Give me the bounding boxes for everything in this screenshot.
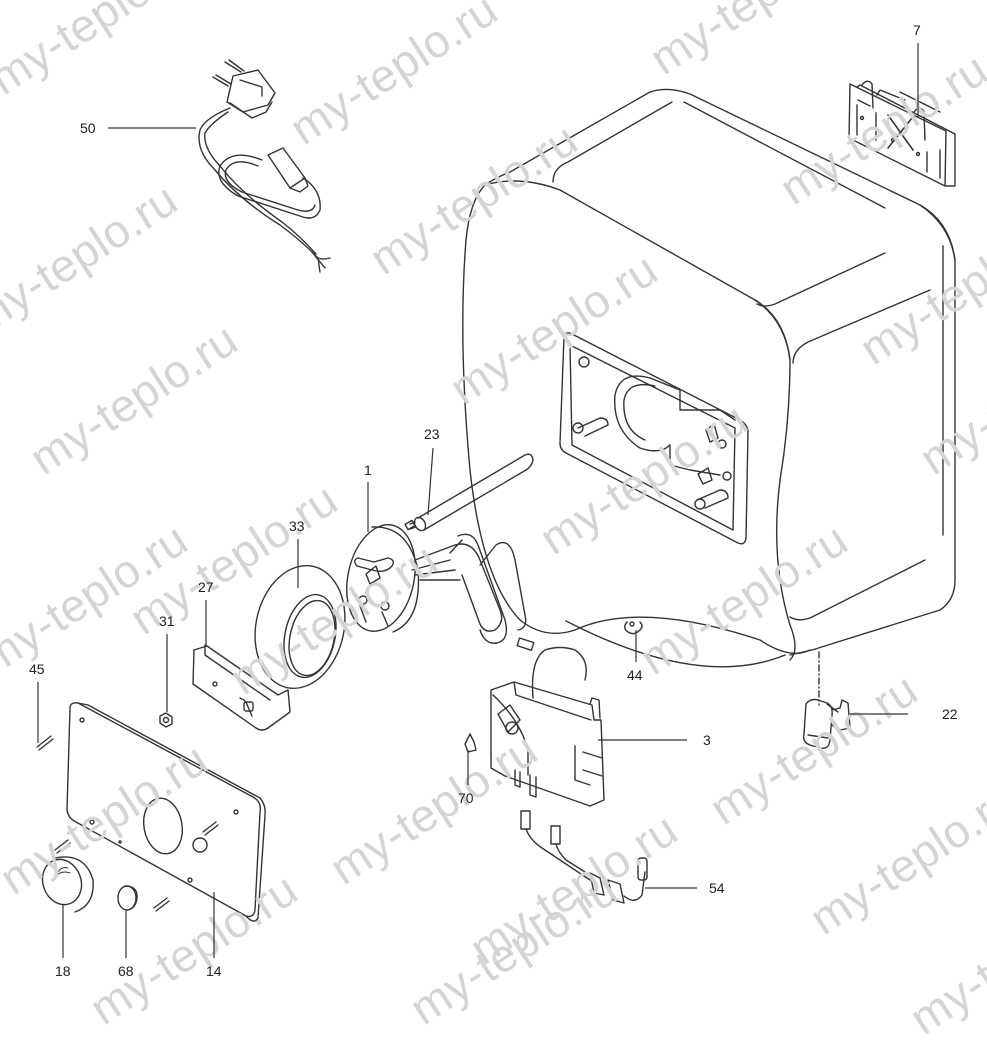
anode-rod-part — [404, 453, 534, 532]
tank-housing — [462, 88, 956, 706]
callout-1: 1 — [364, 462, 372, 478]
wiring-harness-part — [520, 810, 648, 904]
clip-part — [624, 621, 643, 635]
screws — [36, 735, 219, 912]
heating-element-part — [346, 524, 527, 644]
callout-54: 54 — [709, 880, 725, 896]
callout-68: 68 — [118, 963, 134, 979]
knob-part — [41, 856, 94, 913]
callout-3: 3 — [703, 732, 711, 748]
callout-70: 70 — [458, 790, 474, 806]
callout-31: 31 — [159, 613, 175, 629]
callout-leader-lines — [37, 43, 919, 958]
callout-33: 33 — [289, 518, 305, 534]
nut-part — [159, 712, 173, 728]
clamp-bracket-part — [192, 644, 291, 731]
thermostat-part — [490, 637, 605, 807]
power-cord-part — [198, 59, 331, 273]
leader-23 — [427, 447, 434, 516]
diagram-drawing — [36, 59, 956, 922]
callout-22: 22 — [942, 706, 958, 722]
callout-44: 44 — [627, 667, 643, 683]
wall-bracket-part — [848, 80, 956, 187]
safety-valve-part — [802, 698, 851, 750]
gasket-part — [254, 564, 346, 690]
callout-7: 7 — [913, 22, 921, 38]
callout-14: 14 — [206, 963, 222, 979]
callout-27: 27 — [198, 579, 214, 595]
callout-18: 18 — [55, 963, 71, 979]
callout-50: 50 — [80, 120, 96, 136]
tank-electrical-recess — [559, 332, 749, 545]
callout-23: 23 — [424, 426, 440, 442]
lens-part — [117, 885, 138, 911]
front-cover-part — [66, 702, 266, 922]
callout-45: 45 — [29, 661, 45, 677]
